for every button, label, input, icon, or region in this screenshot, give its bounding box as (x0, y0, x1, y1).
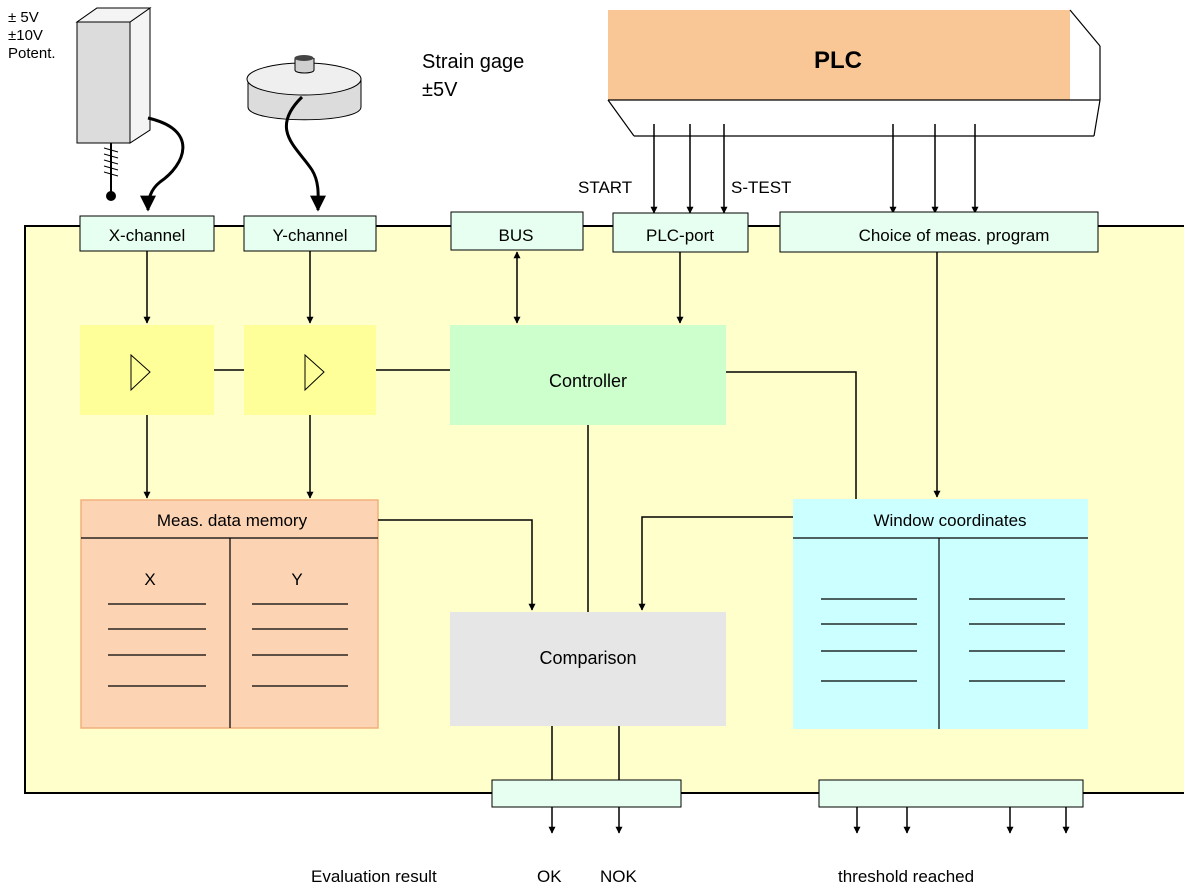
y-channel-port (243, 215, 377, 252)
nok-label: NOK (600, 867, 638, 886)
potentiometer-label-2: ±10V (8, 27, 43, 44)
choice-label: Choice of meas. program (859, 226, 1050, 245)
plc-title: PLC (814, 47, 862, 74)
strain-gage-cable (284, 95, 327, 212)
potentiometer-cable (140, 116, 185, 212)
stest-label: S-TEST (731, 178, 791, 197)
meas-memory-label: Meas. data memory (157, 511, 308, 530)
ok-label: OK (537, 867, 562, 886)
x-amplifier-icon (130, 353, 151, 392)
memory-col-y: Y (291, 570, 302, 589)
memory-col-x: X (144, 570, 155, 589)
controller-label: Controller (549, 371, 627, 391)
y-amplifier-icon (304, 353, 325, 392)
x-amplifier (80, 325, 214, 415)
evaluation-result-label: Evaluation result (311, 867, 437, 886)
threshold-output-port (818, 779, 1084, 808)
bus-port (450, 211, 584, 251)
x-channel-label: X-channel (109, 226, 186, 245)
strain-gage-label-1: Strain gage (422, 51, 524, 73)
arrow-window-comparison (638, 516, 793, 611)
plc-block: PLC (607, 9, 1101, 137)
potentiometer-label-1: ± 5V (8, 9, 39, 26)
line-controller-window (726, 371, 857, 499)
plc-port-label: PLC-port (646, 226, 714, 245)
evaluation-output-port (491, 779, 682, 808)
y-amplifier (244, 325, 376, 415)
threshold-reached-label: threshold reached (838, 867, 974, 886)
arrow-memory-comparison (378, 519, 536, 611)
controller-block (450, 325, 726, 425)
choice-port (779, 211, 1099, 253)
meas-data-memory (80, 499, 379, 729)
window-coordinates-label: Window coordinates (873, 511, 1026, 530)
bus-label: BUS (499, 226, 534, 245)
y-channel-label: Y-channel (273, 226, 348, 245)
window-coordinates (793, 499, 1088, 729)
start-label: START (578, 178, 632, 197)
potentiometer-icon (75, 7, 152, 201)
comparison-label: Comparison (539, 648, 636, 668)
comparison-block (450, 612, 726, 726)
plc-port (612, 212, 749, 253)
potentiometer-label-3: Potent. (8, 45, 56, 62)
strain-gage-icon (246, 55, 362, 121)
strain-gage-label-2: ±5V (422, 79, 458, 101)
